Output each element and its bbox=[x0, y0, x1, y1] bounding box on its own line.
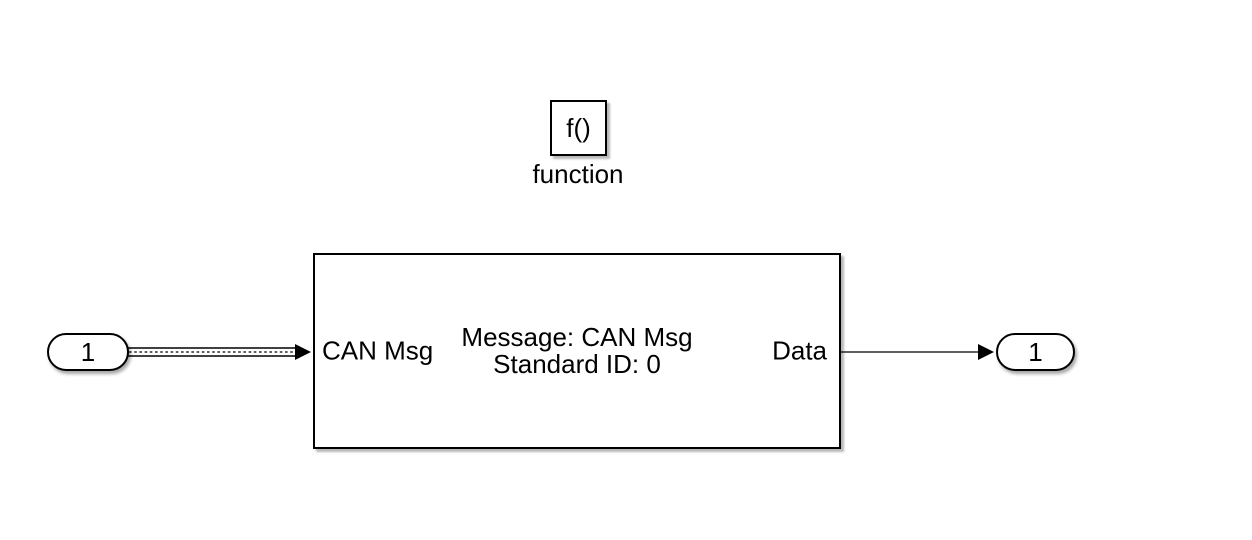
data-signal-line[interactable] bbox=[841, 344, 994, 360]
outport-number: 1 bbox=[1028, 336, 1043, 367]
input-port-label: CAN Msg bbox=[322, 335, 434, 366]
function-call-trigger-block[interactable]: f() bbox=[550, 100, 607, 156]
block-description-line2: Standard ID: 0 bbox=[493, 349, 661, 379]
trigger-block-name-label[interactable]: function bbox=[532, 159, 624, 189]
inport-block[interactable]: 1 bbox=[47, 333, 129, 371]
trigger-symbol: f() bbox=[566, 112, 591, 143]
data-arrowhead-icon bbox=[978, 344, 994, 360]
inport-number: 1 bbox=[80, 336, 96, 367]
message-signal-line[interactable] bbox=[128, 344, 311, 360]
outport-block[interactable]: 1 bbox=[996, 333, 1075, 371]
message-arrowhead-icon bbox=[295, 344, 311, 360]
block-description: Message: CAN Msg Standard ID: 0 bbox=[315, 324, 839, 378]
output-port-label: Data bbox=[772, 335, 827, 366]
can-unpack-block[interactable]: CAN Msg Message: CAN Msg Standard ID: 0 … bbox=[313, 253, 841, 449]
block-description-line1: Message: CAN Msg bbox=[461, 322, 693, 352]
